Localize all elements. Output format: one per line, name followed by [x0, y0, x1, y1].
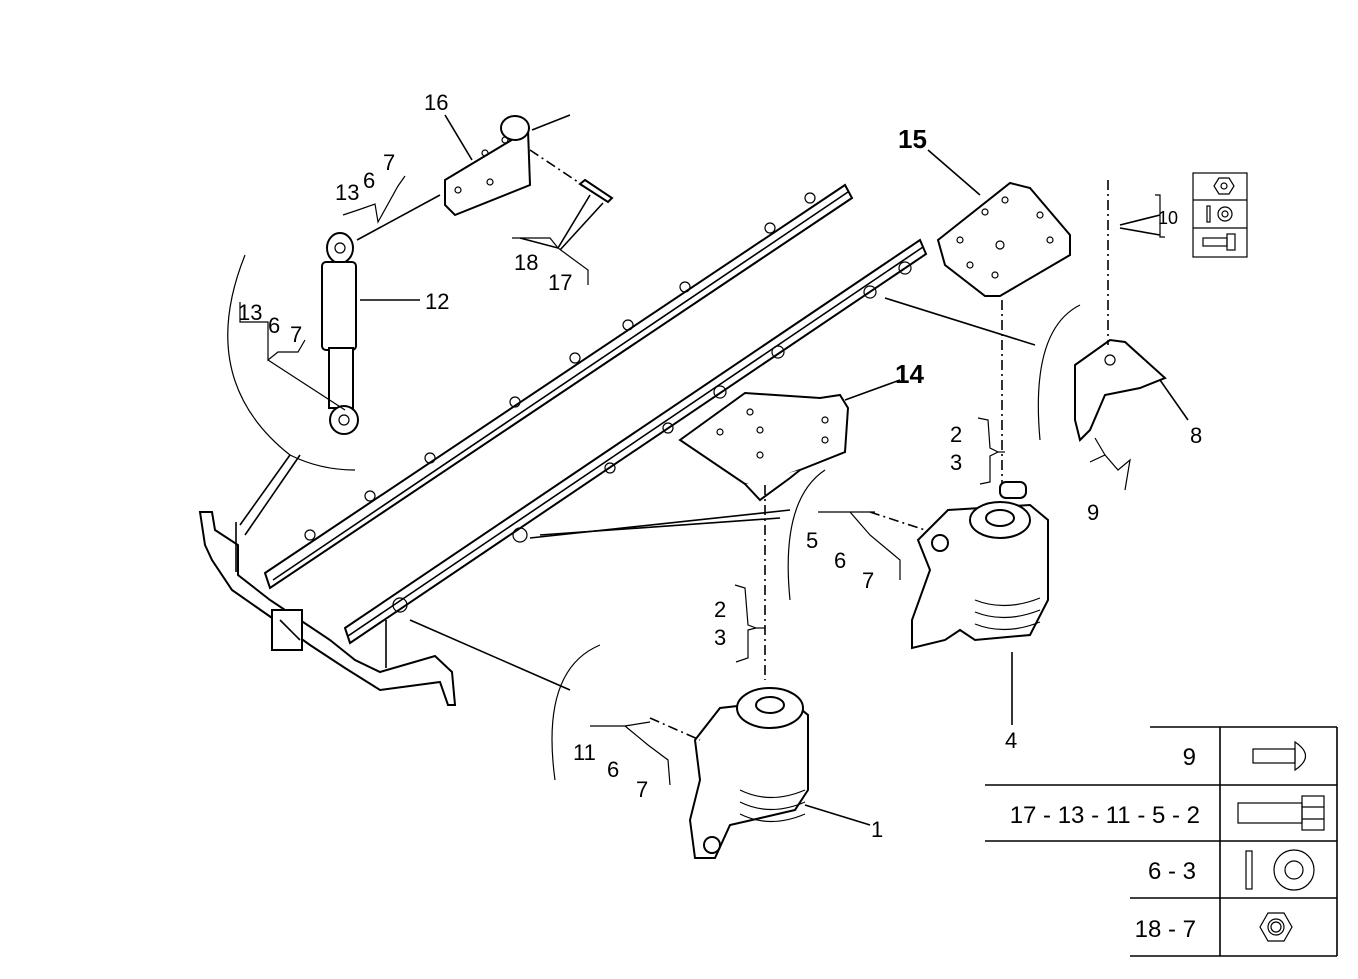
mount-plate-15	[936, 181, 1071, 500]
callout-5: 5	[806, 528, 818, 553]
callout-4: 4	[1005, 728, 1017, 753]
callout-14: 14	[895, 359, 924, 389]
bracket-16	[444, 114, 614, 217]
callout-2: 2	[950, 422, 962, 447]
hex-bolt-icon	[1237, 795, 1325, 831]
callout-6: 6	[834, 548, 846, 573]
frame-rails	[198, 183, 928, 706]
legend-label-row-3: 6 - 3	[1148, 858, 1196, 885]
callout-7: 7	[290, 322, 302, 347]
shock-absorber	[321, 194, 441, 435]
hex-bolt-icon	[1202, 233, 1236, 251]
washer-icon	[1206, 205, 1211, 223]
callout-3: 3	[714, 625, 726, 650]
detail-arcs	[227, 254, 1081, 781]
leader-lines	[239, 114, 1161, 691]
callout-16: 16	[424, 90, 448, 115]
callout-6: 6	[268, 313, 280, 338]
hex-nut-icon	[1213, 177, 1235, 195]
grouping-brackets	[239, 175, 1165, 786]
callout-6: 6	[363, 168, 375, 193]
mount-plate-14	[678, 391, 850, 680]
callout-7: 7	[862, 568, 874, 593]
legend-label-row-1: 9	[1183, 744, 1196, 771]
hex-nut-icon	[1259, 912, 1293, 942]
bracket-8	[1074, 180, 1189, 442]
callout-1: 1	[871, 817, 883, 842]
callout-3: 3	[950, 450, 962, 475]
callout-15: 15	[898, 124, 927, 154]
callout-10: 10	[1158, 208, 1178, 228]
callout-8: 8	[1190, 423, 1202, 448]
callout-7: 7	[636, 777, 648, 802]
callout-17: 17	[548, 270, 572, 295]
callout-6: 6	[607, 757, 619, 782]
round-head-bolt-icon	[1252, 740, 1307, 772]
callout-11: 11	[573, 740, 596, 765]
callout-labels: 1 2 3 2 3 4 5 6 7 6 7 6 7 6 7 8 9 10 11 …	[238, 90, 1202, 842]
fastener-legend: 9 17 - 13 - 11 - 5 - 2 6 - 3 18 - 7	[985, 726, 1338, 957]
callout-13: 13	[335, 180, 359, 205]
legend-label-row-2: 17 - 13 - 11 - 5 - 2	[1010, 802, 1200, 829]
washer-icon	[1245, 849, 1315, 891]
callout-18: 18	[514, 250, 538, 275]
callout-2: 2	[714, 597, 726, 622]
inset-fastener-box	[1192, 172, 1248, 258]
callout-7: 7	[383, 150, 395, 175]
callout-9: 9	[1087, 500, 1099, 525]
legend-label-row-4: 18 - 7	[1135, 916, 1196, 943]
air-spring-4	[911, 481, 1049, 725]
callout-12: 12	[425, 289, 449, 314]
callout-13: 13	[238, 300, 262, 325]
air-spring-1	[688, 687, 871, 859]
